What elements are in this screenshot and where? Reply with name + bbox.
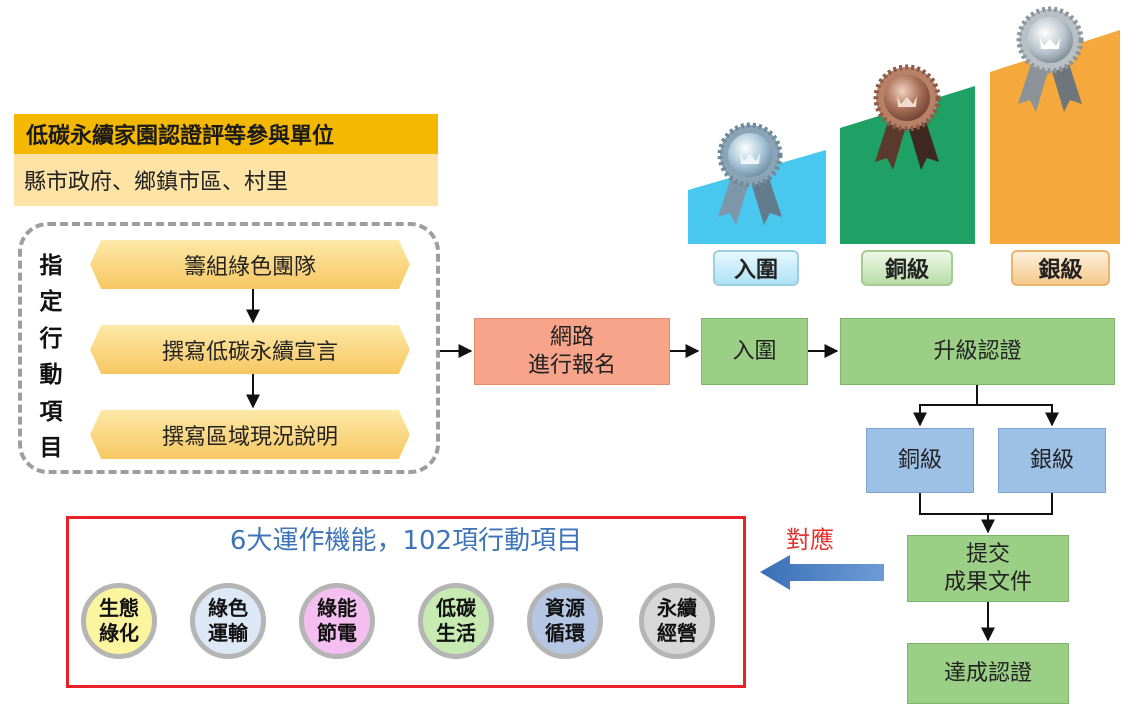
upgrade-certification-box: 升級認證 (840, 318, 1115, 385)
function-line: 綠色 (208, 596, 248, 620)
achieve-certification-box: 達成認證 (907, 643, 1069, 704)
action-items-frame (18, 222, 440, 474)
mapping-label: 對應 (786, 526, 834, 554)
level-tag-entry: 入圍 (713, 250, 799, 286)
silver-level-bar (990, 30, 1120, 244)
function-ecology-greening: 生態綠化 (81, 583, 157, 659)
submit-line: 成果文件 (943, 569, 1032, 595)
flow-arrow (977, 404, 1059, 427)
level-tag-silver: 銀級 (1011, 250, 1110, 286)
action-items-label-char: 動 (39, 362, 63, 389)
function-low-carbon-life: 低碳生活 (418, 583, 494, 659)
flow-arrow (919, 493, 1053, 515)
action-items-label-char: 目 (39, 434, 63, 461)
function-resource-recycling: 資源循環 (527, 583, 603, 659)
step-form-team: 籌組綠色團隊 (90, 240, 410, 289)
arrow-left-icon (760, 555, 884, 590)
register-line: 網路 (549, 324, 594, 350)
silver-box: 銀級 (998, 428, 1106, 493)
participants-title: 低碳永續家園認證評等參與單位 (14, 114, 438, 154)
function-green-transport: 綠色運輸 (190, 583, 266, 659)
submit-results-box: 提交 成果文件 (907, 535, 1069, 602)
function-line: 經營 (657, 621, 697, 645)
participants-units: 縣市政府、鄉鎮市區、村里 (14, 154, 438, 206)
action-items-label: 指 定 行 動 項 目 (34, 246, 68, 462)
function-line: 節電 (317, 621, 357, 645)
bronze-level-bar (840, 86, 975, 244)
award-ribbon-icon (873, 64, 941, 170)
submit-line: 提交 (965, 541, 1010, 567)
function-line: 運輸 (208, 621, 248, 645)
shortlist-box: 入圍 (701, 318, 808, 385)
step-describe-region: 撰寫區域現況說明 (90, 410, 410, 459)
action-items-label-char: 定 (39, 289, 63, 316)
function-sustainable-management: 永續經營 (639, 583, 715, 659)
award-ribbon-icon (717, 122, 783, 225)
step-write-declaration: 撰寫低碳永續宣言 (90, 325, 410, 374)
level-tag-bronze: 銅級 (861, 250, 953, 286)
function-green-energy: 綠能節電 (299, 583, 375, 659)
award-ribbon-icon (1016, 6, 1084, 112)
function-line: 綠能 (317, 596, 357, 620)
function-line: 永續 (657, 596, 697, 620)
flow-arrow (913, 385, 978, 427)
function-line: 生態 (99, 596, 139, 620)
function-line: 循環 (545, 621, 585, 645)
action-items-label-char: 行 (39, 325, 63, 352)
action-items-label-char: 指 (39, 253, 63, 279)
function-line: 資源 (545, 596, 585, 620)
action-items-label-char: 項 (39, 398, 63, 425)
function-line: 生活 (436, 621, 476, 645)
function-line: 低碳 (436, 596, 476, 620)
register-line: 進行報名 (527, 352, 616, 378)
function-line: 綠化 (99, 621, 139, 645)
functions-title: 6大運作機能，102項行動項目 (229, 526, 583, 556)
bronze-box: 銅級 (866, 428, 974, 493)
functions-box (66, 516, 746, 688)
online-registration-box: 網路 進行報名 (474, 318, 670, 385)
